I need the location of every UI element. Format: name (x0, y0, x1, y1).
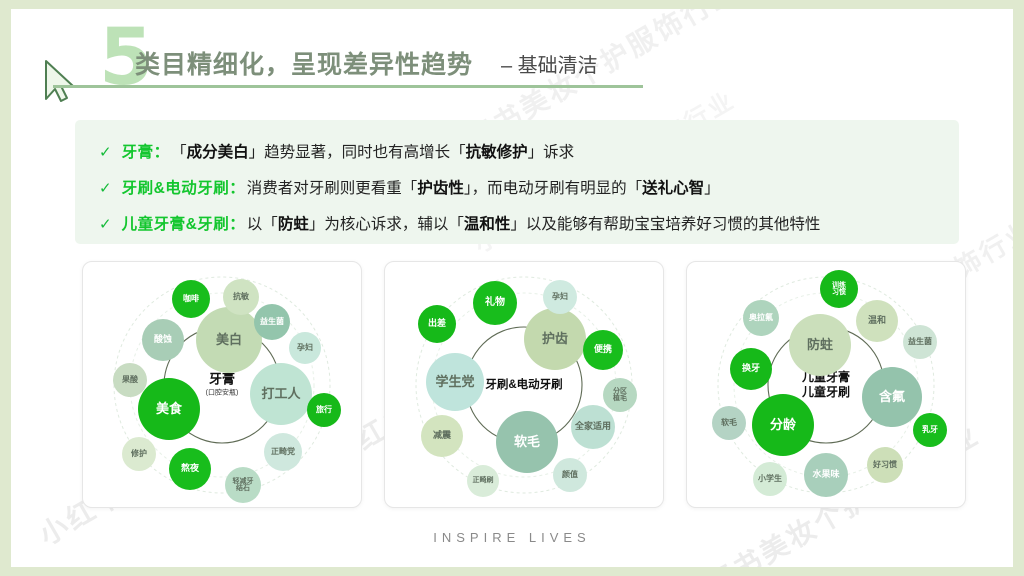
bubble-乳牙[interactable]: 乳牙 (913, 413, 947, 447)
slide-footer: INSPIRE LIVES (433, 530, 591, 545)
page-title: 类目精细化，呈现差异性趋势 (135, 51, 474, 79)
bubble-分区植毛[interactable]: 分区 植毛 (603, 378, 637, 412)
bubble-含氟[interactable]: 含氟 (862, 367, 922, 427)
bullet-label: 牙刷&电动牙刷 (121, 180, 230, 197)
bubble-抗敏[interactable]: 抗敏 (223, 279, 259, 315)
bullet-row: ✓ 牙刷&电动牙刷 ： 消费者对牙刷则更看重「护齿性」，而电动牙刷有明显的「送礼… (99, 176, 720, 198)
bubble-孕妇[interactable]: 孕妇 (289, 332, 321, 364)
bubble-美食[interactable]: 美食 (138, 378, 200, 440)
bullet-colon: ： (229, 216, 245, 233)
title-divider (53, 85, 643, 88)
chart-center-subtitle: (口腔安瓶) (205, 389, 239, 397)
bubble-便携[interactable]: 便携 (583, 330, 623, 370)
slide-canvas: 小红书美妆个护服饰行业 小红书美妆个护服饰行业 小红书美妆个护服饰行业 小红书美… (11, 9, 1013, 567)
bullet-text: 「成分美白」趋势显著，同时也有高增长「抗敏修护」诉求 (171, 144, 575, 161)
bubble-分龄[interactable]: 分龄 (752, 394, 814, 456)
bubble-换牙[interactable]: 换牙 (730, 348, 772, 390)
bubble-软毛[interactable]: 软毛 (496, 411, 558, 473)
bubble-chart: 牙膏(口腔安瓶)美白打工人美食 咖啡抗敏益生菌孕妇旅行正畸党轻减牙 结石熬夜修护 果… (83, 262, 361, 507)
bubble-益生菌[interactable]: 益生菌 (254, 304, 290, 340)
bullet-colon: ： (229, 180, 245, 197)
summary-panel: ✓ 牙膏 ： 「成分美白」趋势显著，同时也有高增长「抗敏修护」诉求 ✓ 牙刷&电… (75, 120, 959, 244)
check-icon: ✓ (99, 144, 112, 161)
bubble-旅行[interactable]: 旅行 (307, 393, 341, 427)
cursor-arrow-icon (45, 60, 74, 102)
bubble-减震[interactable]: 减震 (421, 415, 463, 457)
bubble-美白[interactable]: 美白 (196, 307, 262, 373)
bubble-轻减牙结石[interactable]: 轻减牙 结石 (225, 467, 261, 503)
chart-center-title: 牙膏(口腔安瓶) (205, 371, 239, 397)
bubble-护齿[interactable]: 护齿 (524, 308, 586, 370)
bullet-label: 牙膏 (121, 144, 154, 161)
bubble-酸蚀[interactable]: 酸蚀 (142, 319, 184, 361)
bubble-训练习惯[interactable]: 训练 习惯 (820, 270, 858, 308)
chart-center-title: 牙刷&电动牙刷 (485, 378, 563, 391)
bubble-chart-card-toothpaste: 牙膏(口腔安瓶)美白打工人美食 咖啡抗敏益生菌孕妇旅行正畸党轻减牙 结石熬夜修护 果… (82, 261, 362, 508)
section-number: 5 (99, 13, 154, 103)
bullet-text: 以「防蛀」为核心诉求，辅以「温和性」以及能够有帮助宝宝培养好习惯的其他特性 (246, 216, 821, 233)
page-subtitle: – 基础清洁 (501, 55, 598, 77)
bubble-正畸刷[interactable]: 正畸刷 (467, 465, 499, 497)
bullet-row: ✓ 牙膏 ： 「成分美白」趋势显著，同时也有高增长「抗敏修护」诉求 (99, 140, 574, 162)
bubble-颜值[interactable]: 颜值 (553, 458, 587, 492)
bubble-好习惯[interactable]: 好习惯 (867, 447, 903, 483)
bubble-修护[interactable]: 修护 (122, 437, 156, 471)
bullet-label: 儿童牙膏&牙刷 (121, 216, 230, 233)
bubble-孕妇[interactable]: 孕妇 (543, 280, 577, 314)
bubble-chart-card-kids: 儿童牙膏 儿童牙刷防蛀含氟分龄训练 习惯温和益生菌奥拉氟换牙软毛小学生水果味好习… (686, 261, 966, 508)
bubble-出差[interactable]: 出差 (418, 305, 456, 343)
check-icon: ✓ (99, 180, 112, 197)
bubble-全家适用[interactable]: 全家适用 (571, 405, 615, 449)
bubble-chart: 儿童牙膏 儿童牙刷防蛀含氟分龄训练 习惯温和益生菌奥拉氟换牙软毛小学生水果味好习… (687, 262, 965, 507)
bubble-礼物[interactable]: 礼物 (473, 281, 517, 325)
bubble-小学生[interactable]: 小学生 (753, 462, 787, 496)
bullet-text: 消费者对牙刷则更看重「护齿性」，而电动牙刷有明显的「送礼心智」 (246, 180, 720, 197)
bullet-colon: ： (153, 144, 170, 161)
bubble-温和[interactable]: 温和 (856, 300, 898, 342)
bubble-chart-card-toothbrush: 牙刷&电动牙刷 护齿软毛学生党 礼物出差 孕妇便携分区 植毛全家适用颜值 正畸刷减震 (384, 261, 664, 508)
check-icon: ✓ (99, 216, 112, 233)
bubble-chart: 牙刷&电动牙刷 护齿软毛学生党 礼物出差 孕妇便携分区 植毛全家适用颜值 正畸刷减震 (385, 262, 663, 507)
bubble-果酸[interactable]: 果酸 (113, 363, 147, 397)
bubble-奥拉氟[interactable]: 奥拉氟 (743, 300, 779, 336)
bubble-学生党[interactable]: 学生党 (426, 353, 484, 411)
bubble-打工人[interactable]: 打工人 (250, 363, 312, 425)
bubble-熬夜[interactable]: 熬夜 (169, 448, 211, 490)
bubble-防蛀[interactable]: 防蛀 (789, 314, 851, 376)
slide-header: 5 类目精细化，呈现差异性趋势 – 基础清洁 (11, 9, 1013, 105)
bubble-水果味[interactable]: 水果味 (804, 453, 848, 497)
bubble-软毛[interactable]: 软毛 (712, 406, 746, 440)
bubble-正畸党[interactable]: 正畸党 (264, 433, 302, 471)
bullet-row: ✓ 儿童牙膏&牙刷 ： 以「防蛀」为核心诉求，辅以「温和性」以及能够有帮助宝宝培… (99, 212, 820, 234)
bubble-益生菌[interactable]: 益生菌 (903, 325, 937, 359)
bubble-咖啡[interactable]: 咖啡 (172, 280, 210, 318)
